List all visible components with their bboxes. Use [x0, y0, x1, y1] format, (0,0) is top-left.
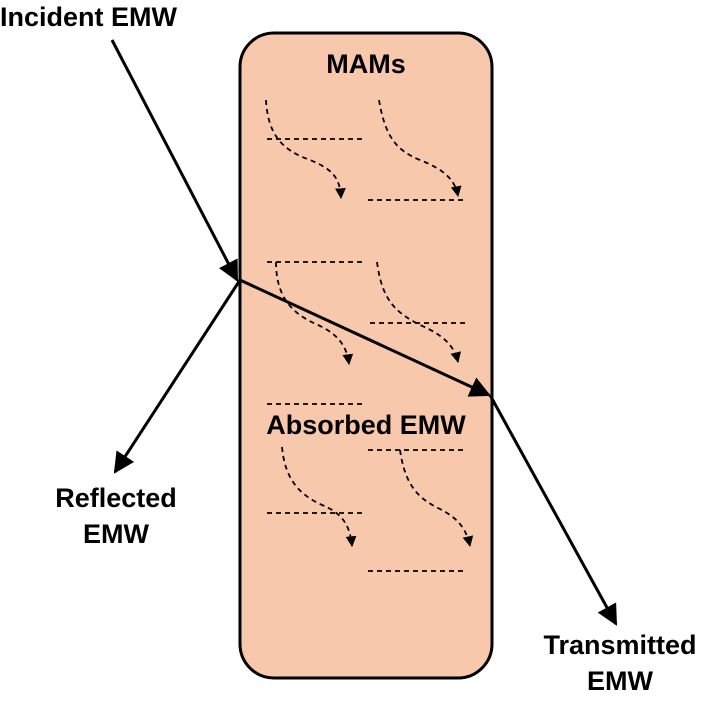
absorption-arrow — [378, 99, 462, 198]
absorbed-emw-label: Absorbed EMW — [266, 410, 466, 440]
transmitted-emw-label-line1: Transmitted — [543, 630, 696, 660]
absorption-arrow — [281, 446, 357, 548]
absorption-paths — [265, 99, 474, 572]
absorption-arrow — [399, 449, 474, 548]
absorption-arrow — [265, 99, 346, 200]
reflected-emw-label-line2: EMW — [83, 519, 150, 549]
mams-label: MAMs — [326, 49, 406, 79]
reflected-emw-label-line1: Reflected — [55, 483, 177, 513]
transmitted-ray — [488, 394, 618, 626]
incident-ray — [110, 39, 239, 282]
absorption-arrow — [275, 261, 354, 366]
refracted-ray — [239, 278, 491, 397]
mams-slab — [238, 31, 494, 680]
incident-emw-label: Incident EMW — [0, 2, 178, 32]
absorption-arrow — [376, 261, 462, 364]
transmitted-emw-label-line2: EMW — [587, 666, 654, 696]
wave-rays — [110, 39, 618, 626]
reflected-ray — [113, 279, 242, 474]
